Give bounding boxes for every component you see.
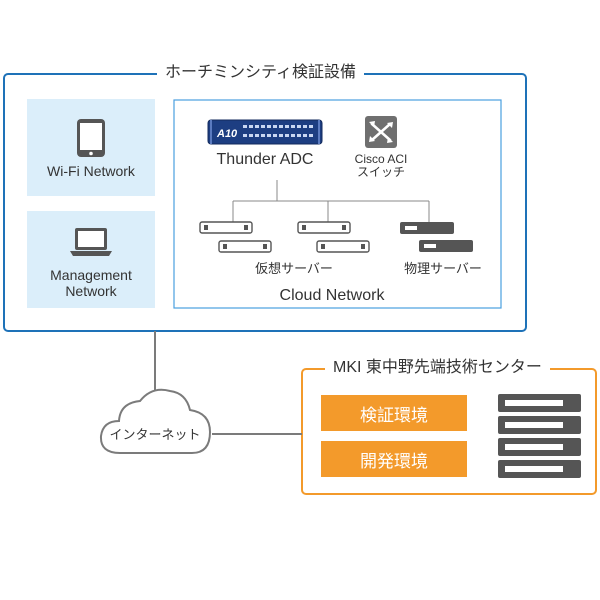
cloud-network-label: Cloud Network bbox=[279, 287, 385, 304]
mki-title: MKI 東中野先端技術センター bbox=[325, 360, 550, 376]
virtual-server-icon bbox=[199, 221, 272, 253]
facility-title: ホーチミンシティ検証設備 bbox=[157, 65, 365, 81]
physical-server-icon bbox=[400, 222, 473, 252]
verification-environment-box: 検証環境 bbox=[321, 395, 467, 431]
virtual-server-label: 仮想サーバー bbox=[255, 261, 333, 276]
management-network-panel bbox=[27, 211, 155, 308]
internet-cloud-shape bbox=[99, 388, 212, 454]
thunder-adc-label: Thunder ADC bbox=[216, 151, 314, 168]
server-rack-icon bbox=[498, 394, 581, 478]
cisco-aci-label: Cisco ACI スイッチ bbox=[354, 152, 408, 179]
physical-server-label: 物理サーバー bbox=[404, 261, 482, 276]
cisco-aci-switch-icon bbox=[365, 116, 397, 148]
thunder-adc-device-icon: A10 bbox=[207, 119, 323, 145]
development-environment-box: 開発環境 bbox=[321, 441, 467, 477]
laptop-icon bbox=[70, 228, 112, 256]
tablet-icon bbox=[77, 119, 105, 157]
thunder-adc-badge: A10 bbox=[216, 128, 238, 140]
management-network-label: Management Network bbox=[50, 267, 132, 299]
virtual-server-icon bbox=[297, 221, 370, 253]
internet-label: インターネット bbox=[109, 427, 201, 442]
wifi-network-label: Wi-Fi Network bbox=[47, 163, 135, 179]
